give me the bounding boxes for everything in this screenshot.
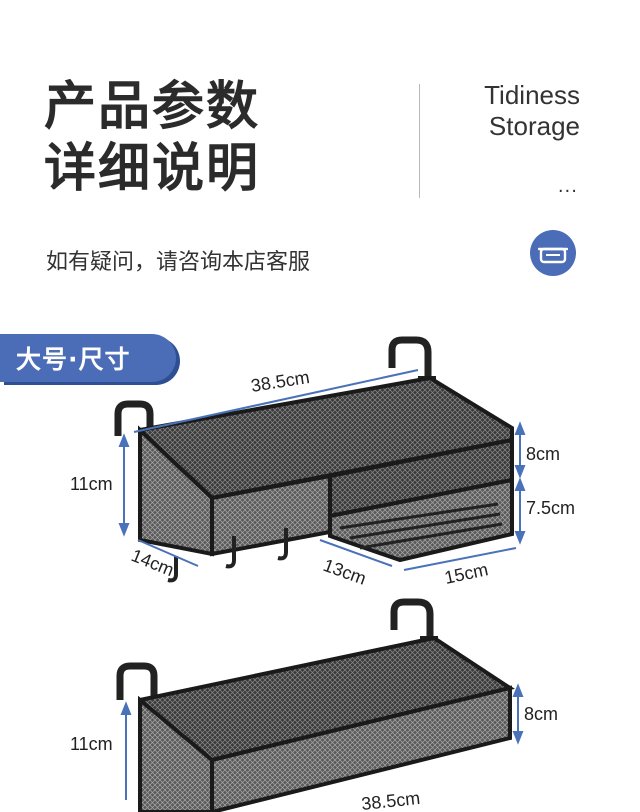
small-hook-icon bbox=[167, 556, 178, 583]
right-hook-icon bbox=[388, 336, 432, 378]
page-title: 产品参数 详细说明 bbox=[44, 76, 260, 200]
ellipsis-text: ... bbox=[557, 176, 578, 197]
title-line-1: 产品参数 bbox=[44, 77, 261, 137]
brand-text: Tidiness Storage bbox=[484, 80, 580, 142]
side-depth-dimension-line bbox=[137, 539, 199, 567]
length-label: 38.5cm bbox=[360, 788, 421, 812]
left-side-panel bbox=[138, 695, 214, 812]
title-line-2: 详细说明 bbox=[44, 139, 261, 199]
tray-width-label: 15cm bbox=[443, 559, 490, 588]
size-badge: 大号·尺寸 bbox=[0, 334, 176, 382]
right-hook-icon bbox=[390, 598, 434, 640]
support-subtitle: 如有疑问，请咨询本店客服 bbox=[46, 250, 311, 275]
lower-height-label: 7.5cm bbox=[526, 498, 575, 518]
large-rack-illustration bbox=[114, 336, 526, 583]
upper-height-label: 8cm bbox=[524, 704, 558, 724]
standard-rack-illustration bbox=[116, 598, 524, 812]
size-badge-label: 大号·尺寸 bbox=[16, 345, 131, 374]
tray-depth-dimension-line bbox=[319, 539, 393, 567]
length-dimension-line bbox=[133, 369, 419, 433]
tray-width-dimension-line bbox=[403, 547, 517, 571]
small-hook-icon bbox=[225, 536, 236, 569]
side-depth-label: 14cm bbox=[129, 545, 177, 580]
left-hook-icon bbox=[116, 662, 158, 704]
customer-service-button[interactable] bbox=[530, 230, 576, 276]
height-label: 11cm bbox=[70, 734, 113, 754]
brand-line-2: Storage bbox=[488, 111, 580, 141]
front-panel bbox=[210, 685, 512, 812]
tray-depth-label: 13cm bbox=[321, 555, 369, 589]
lower-compartment bbox=[328, 477, 514, 563]
small-hook-icon bbox=[277, 528, 288, 561]
height-label: 11cm bbox=[70, 474, 113, 494]
upper-height-label: 8cm bbox=[526, 444, 560, 464]
vertical-divider bbox=[419, 84, 420, 198]
brand-line-1: Tidiness bbox=[484, 80, 580, 110]
basket-icon bbox=[538, 247, 568, 264]
length-label: 38.5cm bbox=[249, 367, 310, 396]
left-hook-icon bbox=[114, 400, 154, 440]
